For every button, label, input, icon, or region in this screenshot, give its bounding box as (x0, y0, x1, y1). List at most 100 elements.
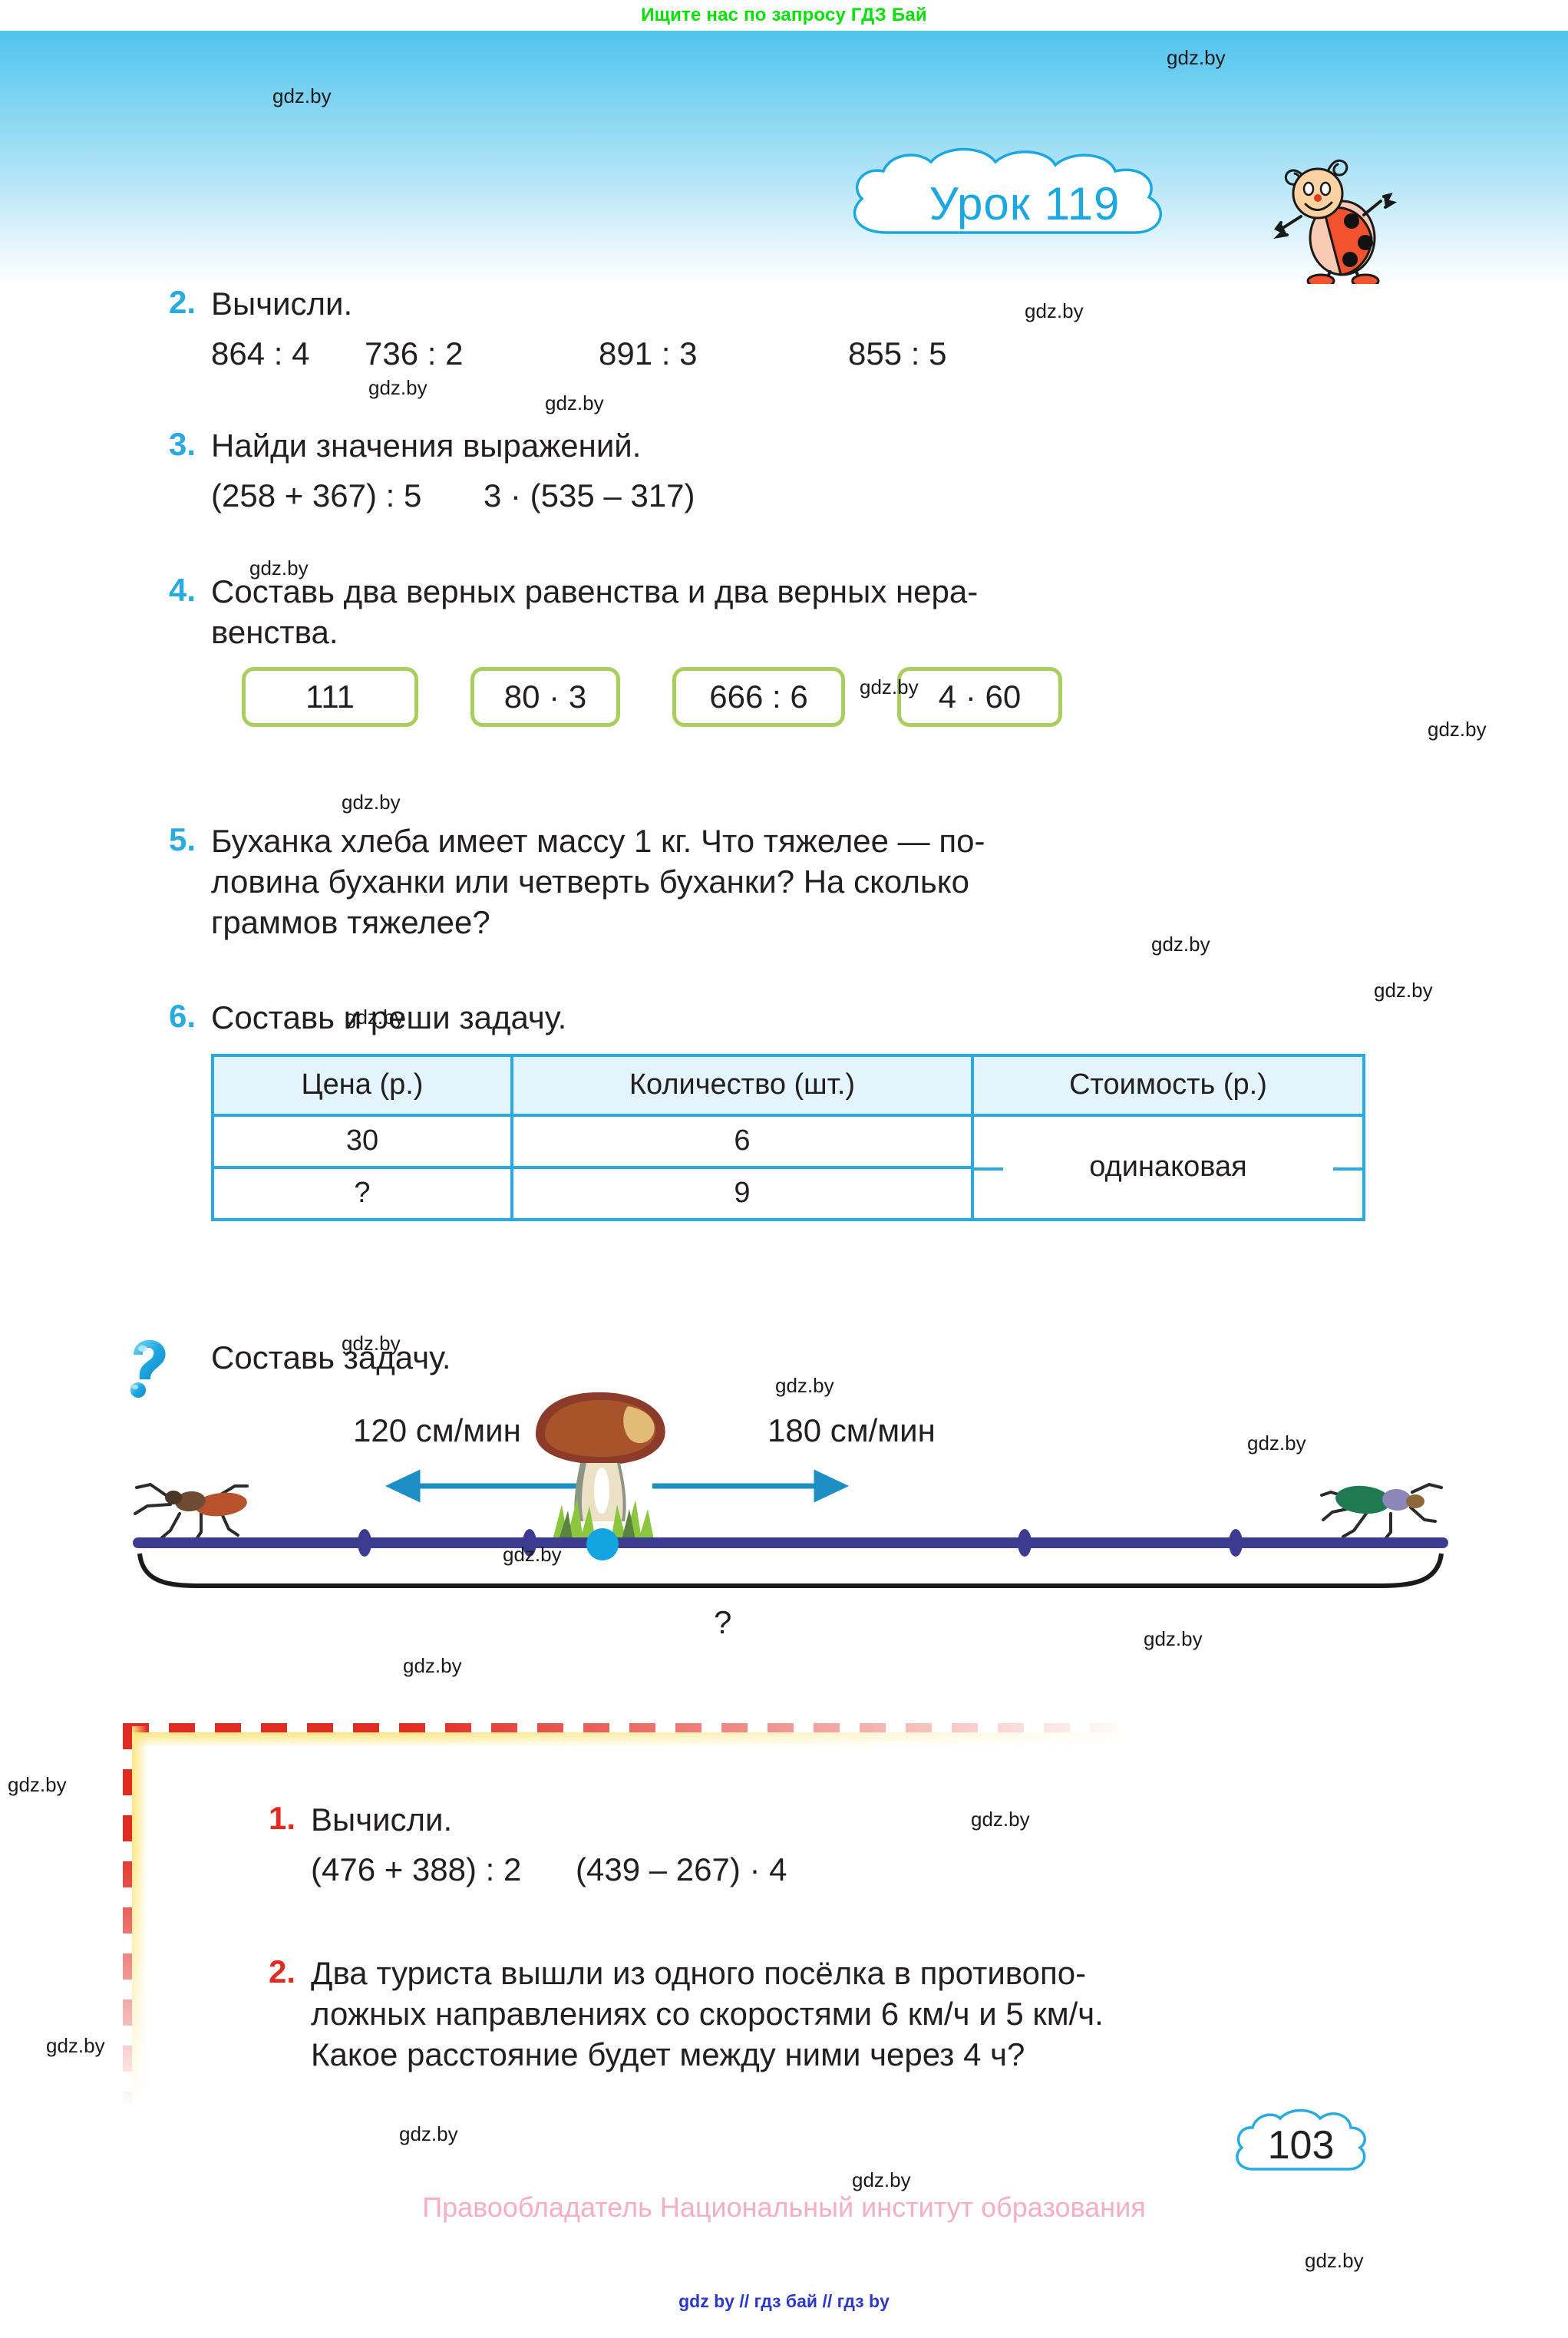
table-cell-quantity-2: 9 (510, 1165, 974, 1221)
left-speed-label: 120 см/мин (353, 1412, 521, 1448)
exercise-3-number: 3. (168, 426, 196, 462)
page-number-text: 103 (1267, 2123, 1335, 2168)
promo-banner-text: Ищите нас по запросу ГДЗ Бай (641, 5, 927, 25)
gdz-watermark: gdz.by (1144, 1627, 1203, 1650)
exercise-3-title: Найди значения выражений. (211, 428, 642, 464)
gdz-watermark: gdz.by (342, 791, 401, 814)
ladybug-icon (1270, 130, 1416, 289)
price-quantity-table: Цена (р.) Количество (шт.) Стоимость (р.… (211, 1053, 1365, 1221)
gdz-watermark: gdz.by (971, 1808, 1030, 1831)
homework-frame (123, 1723, 1550, 2122)
gdz-watermark: gdz.by (860, 675, 919, 698)
page-number-cloud: 103 (1228, 2103, 1374, 2188)
homework-frame-left-border (123, 1723, 132, 2107)
exercise-2-title: Вычисли. (211, 286, 353, 322)
table-header-quantity: Количество (шт.) (510, 1053, 974, 1117)
exercise-5-line-2: ловина буханки или четверть буханки? На … (211, 863, 969, 900)
homework-exercise-2-line-3: Какое расстояние будет между ними через … (311, 2036, 1025, 2072)
exercise-4: 4. Составь два верных равенства и два ве… (123, 572, 1504, 727)
gdz-watermark: gdz.by (1025, 299, 1084, 322)
table-row: 30 6 одинаковая (211, 1113, 1365, 1221)
meeting-point-dot (586, 1528, 619, 1560)
brown-beetle-icon (134, 1482, 249, 1543)
right-arrow (652, 1469, 850, 1503)
price-quantity-table-wrapper: Цена (р.) Количество (шт.) Стоимость (р.… (211, 1053, 1365, 1221)
gdz-watermark: gdz.by (545, 391, 604, 414)
gdz-watermark: gdz.by (272, 84, 332, 107)
gdz-watermark: gdz.by (368, 376, 427, 399)
exercise-2-item-3: 891 : 3 (599, 335, 698, 372)
table-header-row: Цена (р.) Количество (шт.) Стоимость (р.… (211, 1053, 1365, 1117)
table-cell-price-2: ? (211, 1165, 513, 1221)
table-header-cost: Стоимость (р.) (971, 1053, 1365, 1117)
gdz-watermark: gdz.by (399, 2122, 458, 2145)
gdz-watermark: gdz.by (1167, 46, 1226, 69)
exercise-2-item-2: 736 : 2 (365, 335, 464, 372)
merged-line-left (974, 1167, 1003, 1171)
gdz-watermark: gdz.by (1247, 1432, 1306, 1455)
mushroom-icon (536, 1392, 665, 1540)
exercise-6: 6. Составь и реши задачу. Цена (р.) Коли… (123, 998, 1504, 1221)
unknown-distance-label: ? (714, 1604, 732, 1640)
homework-frame-left-glow (132, 1726, 147, 2110)
number-line-ticks (358, 1529, 1243, 1557)
homework-exercise-2: 2. Два туриста вышли из одного посёлка в… (223, 1953, 1527, 2075)
gdz-watermark: gdz.by (503, 1543, 562, 1566)
exercise-4-title-line1: Составь два верных равенства и два верны… (211, 573, 979, 609)
homework-exercise-2-number: 2. (268, 1953, 295, 1990)
table-cell-cost-text: одинаковая (1089, 1151, 1247, 1184)
table-header-price: Цена (р.) (211, 1053, 513, 1117)
exercise-4-card-4[interactable]: 4 · 60 (897, 666, 1062, 727)
exercise-2: 2. Вычисли. 864 : 4 736 : 2 891 : 3 855 … (123, 284, 1504, 378)
gdz-watermark: gdz.by (8, 1773, 67, 1796)
homework-exercise-1-item-1: (476 + 388) : 2 (311, 1851, 522, 1887)
exercise-5-line-1: Буханка хлеба имеет массу 1 кг. Что тяже… (211, 823, 985, 859)
gdz-watermark: gdz.by (852, 2168, 911, 2191)
gdz-watermark: gdz.by (403, 1654, 462, 1677)
speed-diagram (115, 1389, 1466, 1589)
exercise-5-number: 5. (168, 821, 196, 857)
homework-exercise-1-title: Вычисли. (311, 1801, 453, 1838)
question-mark-icon (123, 1336, 178, 1398)
compose-task-title: Составь задачу. (211, 1339, 451, 1375)
exercise-4-card-1[interactable]: 111 (242, 666, 418, 727)
sky-background (0, 31, 1568, 284)
exercise-4-card-2[interactable]: 80 · 3 (470, 666, 620, 727)
exercise-2-item-1: 864 : 4 (211, 335, 310, 372)
green-beetle-icon (1320, 1482, 1443, 1541)
exercise-2-number: 2. (168, 284, 196, 320)
table-cell-cost-merged: одинаковая (971, 1113, 1365, 1221)
exercise-3-item-1: (258 + 367) : 5 (211, 477, 422, 514)
exercise-5: 5. Буханка хлеба имеет массу 1 кг. Что т… (123, 821, 1504, 943)
gdz-watermark: gdz.by (1428, 718, 1487, 741)
gdz-watermark: gdz.by (46, 2034, 105, 2057)
gdz-watermark: gdz.by (342, 1332, 401, 1355)
merged-line-right (1333, 1167, 1362, 1171)
homework-exercise-1-item-2: (439 – 267) · 4 (576, 1851, 787, 1887)
right-speed-label: 180 см/мин (767, 1412, 936, 1448)
exercise-4-number: 4. (168, 572, 196, 608)
exercise-6-title: Составь и реши задачу. (211, 999, 567, 1035)
homework-exercise-2-line-1: Два туриста вышли из одного посёлка в пр… (311, 1955, 1087, 1991)
copyright-notice: Правообладатель Национальный институт об… (422, 2191, 1146, 2223)
gdz-watermark: gdz.by (1151, 933, 1210, 956)
homework-frame-top-border (123, 1723, 1136, 1732)
exercise-6-number: 6. (168, 998, 196, 1034)
exercise-2-item-4: 855 : 5 (848, 335, 947, 372)
exercise-3-item-2: 3 · (535 – 317) (484, 477, 695, 514)
lesson-title-text: Урок 119 (929, 177, 1121, 230)
homework-exercise-2-line-2: ложных направлениях со скоростями 6 км/ч… (311, 1995, 1104, 2032)
exercise-3: 3. Найди значения выражений. (258 + 367)… (123, 426, 1504, 520)
table-row: ? 9 (211, 1165, 1364, 1221)
table-cell-quantity-1: 6 (510, 1113, 974, 1169)
gdz-watermark: gdz.by (1305, 2249, 1364, 2272)
left-arrow (385, 1469, 583, 1503)
table-cell-price-1: 30 (211, 1113, 513, 1169)
exercise-5-line-3: граммов тяжелее? (211, 903, 490, 940)
gdz-watermark: gdz.by (345, 1006, 404, 1029)
exercise-4-card-list: 111 80 · 3 666 : 6 4 · 60 (242, 666, 1504, 727)
exercise-4-card-3[interactable]: 666 : 6 (672, 666, 845, 727)
lesson-title-cloud: Урок 119 (833, 142, 1216, 265)
gdz-watermark: gdz.by (1374, 979, 1433, 1002)
